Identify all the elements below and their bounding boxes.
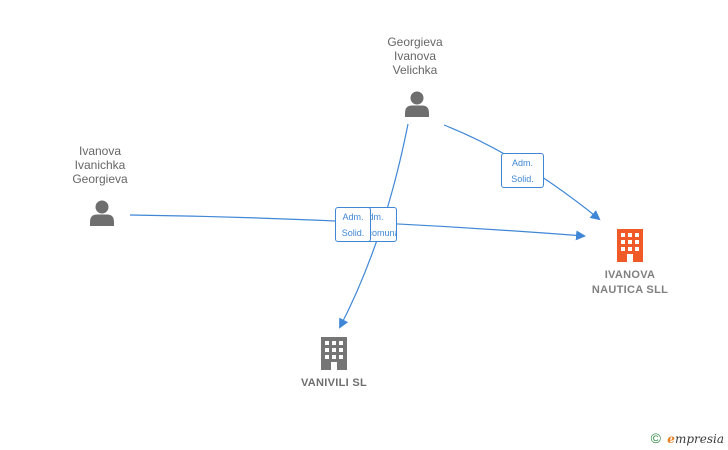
person-icon[interactable]	[90, 200, 114, 227]
person-icon[interactable]	[405, 91, 429, 118]
name-line: Ivanova	[393, 49, 437, 63]
role-line: Mancomunado	[350, 228, 396, 238]
building-icon[interactable]	[617, 229, 643, 262]
company-name-ivanova-nautica[interactable]: IVANOVA NAUTICA SLL	[570, 268, 690, 298]
name-line: VANIVILI SL	[300, 377, 368, 389]
copyright-symbol: ©	[650, 430, 661, 446]
person-name-ivanova[interactable]: Ivanova Ivanichka Georgieva	[55, 144, 145, 186]
name-line: Ivanichka	[74, 158, 126, 172]
role-line: Solid.	[341, 228, 365, 238]
name-line: Velichka	[392, 63, 438, 77]
edge-label-georgieva-to-vanivili[interactable]: Adm. Solid.	[335, 207, 371, 242]
name-line: Ivanova	[78, 144, 122, 158]
brand-logo-first: e	[667, 432, 675, 446]
edge-label-georgieva-to-nautica[interactable]: Adm. Solid.	[501, 153, 544, 188]
company-name-vanivili[interactable]: VANIVILI SL	[284, 376, 384, 391]
footer-brand: © empresia	[651, 430, 724, 446]
brand-logo[interactable]: empresia	[667, 432, 724, 446]
role-line: Adm.	[342, 212, 364, 222]
building-icon[interactable]	[321, 337, 347, 370]
role-line: Solid.	[511, 174, 534, 184]
brand-logo-rest: mpresia	[674, 432, 724, 446]
name-line: Georgieva	[387, 35, 443, 49]
role-line: Adm.	[511, 158, 533, 168]
name-line: IVANOVA	[604, 269, 656, 281]
role-line: Adm.	[362, 212, 384, 222]
name-line: Georgieva	[72, 172, 128, 186]
name-line: NAUTICA SLL	[591, 284, 669, 296]
person-name-georgieva[interactable]: Georgieva Ivanova Velichka	[370, 35, 460, 77]
